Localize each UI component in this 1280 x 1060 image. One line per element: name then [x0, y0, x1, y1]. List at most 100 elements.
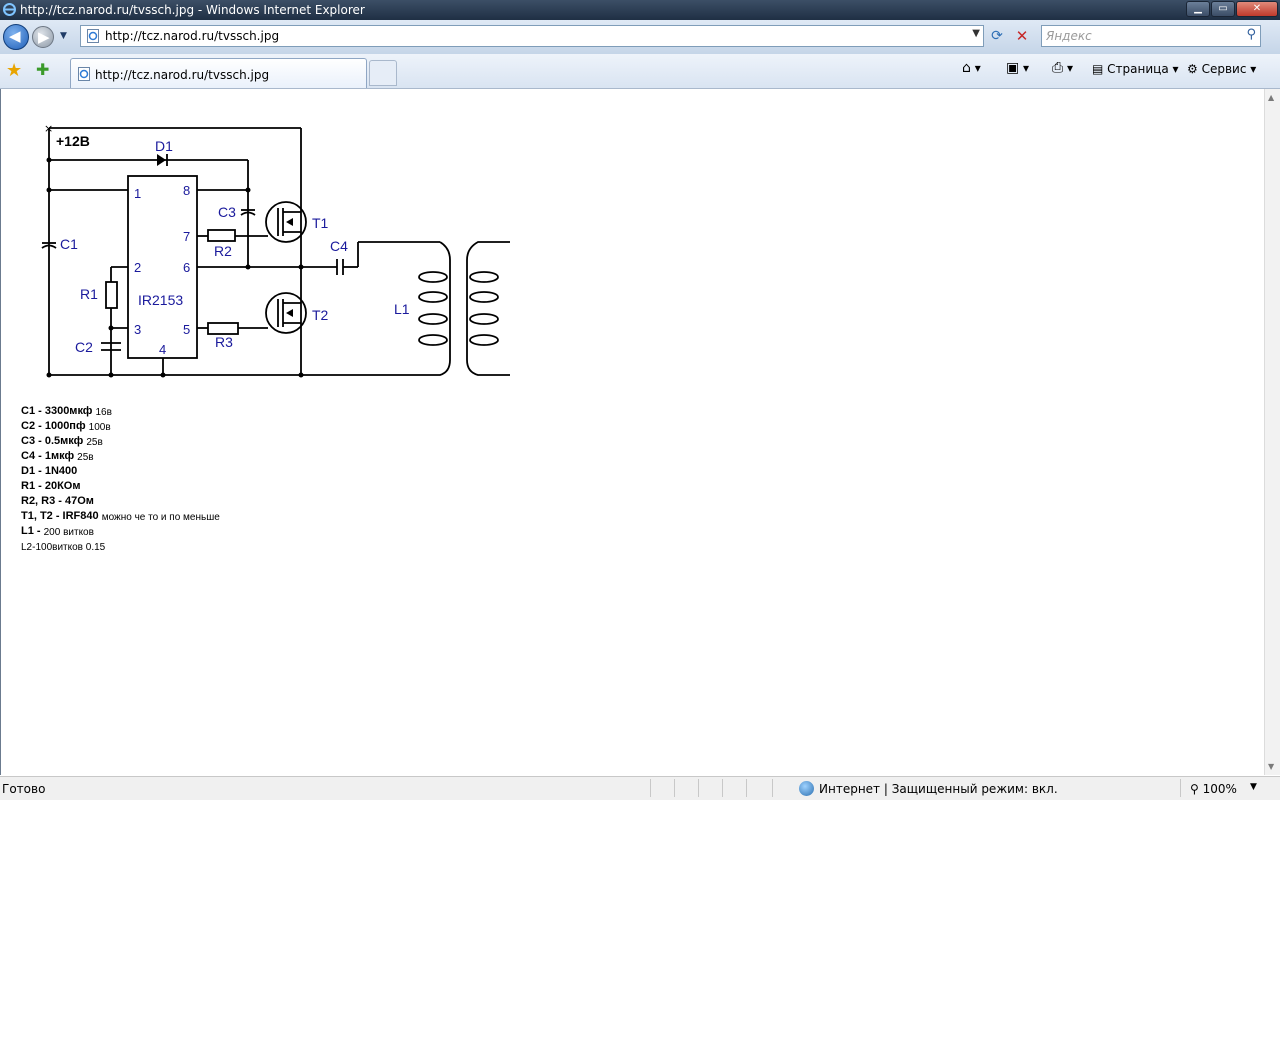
part-designation: L1 - — [21, 525, 41, 537]
gear-icon: ⚙ — [1187, 62, 1198, 76]
part-designation: C3 - 0.5мкф — [21, 435, 84, 447]
pin6-label: 6 — [183, 260, 190, 275]
parts-list-item: L2-100витков 0.15 — [21, 539, 220, 554]
security-zone[interactable]: Интернет | Защищенный режим: вкл. — [819, 782, 1058, 796]
diode-symbol — [157, 154, 166, 166]
part-designation: R2, R3 - 47Ом — [21, 495, 94, 507]
t2-label: T2 — [312, 307, 329, 323]
part-note: L2-100витков 0.15 — [21, 542, 106, 553]
c1-label: C1 — [60, 236, 78, 252]
l1-label: L1 — [394, 301, 410, 317]
maximize-button[interactable]: ▭ — [1211, 1, 1235, 17]
status-separator — [772, 779, 773, 797]
search-placeholder: Яндекс — [1046, 29, 1092, 43]
pin8-label: 8 — [183, 183, 190, 198]
favorites-star-icon[interactable]: ★ — [6, 60, 23, 81]
supply-label: +12В — [56, 133, 90, 149]
back-arrow-icon: ◀ — [9, 27, 21, 45]
forward-arrow-icon: ▶ — [38, 28, 50, 46]
part-designation: C2 - 1000пф — [21, 420, 86, 432]
title-bar: http://tcz.narod.ru/tvssch.jpg - Windows… — [0, 0, 1280, 20]
pin5-label: 5 — [183, 322, 190, 337]
pin1-label: 1 — [134, 186, 141, 201]
tab-toolbar: ★ ✚ http://tcz.narod.ru/tvssch.jpg ⌂ ▾ ▣… — [0, 54, 1280, 89]
vertical-scrollbar[interactable]: ▲ ▼ — [1264, 89, 1280, 775]
page-content — [0, 89, 1264, 775]
c3-label: C3 — [218, 204, 236, 220]
history-dropdown-icon[interactable]: ▼ — [60, 31, 67, 41]
circuit-schematic: × +12В D1 C1 C2 C3 C4 R1 R2 R3 T1 T2 — [41, 122, 510, 378]
tools-menu[interactable]: ⚙ Сервис ▾ — [1187, 62, 1257, 76]
pin4-label: 4 — [159, 342, 166, 357]
ie-window: http://tcz.narod.ru/tvssch.jpg - Windows… — [0, 0, 1280, 800]
r3-label: R3 — [215, 334, 233, 350]
status-separator — [698, 779, 699, 797]
part-note: 25в — [86, 437, 103, 448]
status-text: Готово — [2, 782, 46, 796]
tab-current[interactable]: http://tcz.narod.ru/tvssch.jpg — [70, 58, 367, 88]
address-toolbar: ◀ ▶ ▼ http://tcz.narod.ru/tvssch.jpg ▼ ⟳… — [0, 20, 1280, 54]
pin7-label: 7 — [183, 229, 190, 244]
part-note: 100в — [88, 422, 111, 433]
page-menu[interactable]: ▤ Страница ▾ — [1092, 62, 1179, 76]
parts-list-item: C1 - 3300мкф 16в — [21, 404, 220, 419]
back-button[interactable]: ◀ — [3, 24, 29, 50]
print-icon[interactable]: ⎙ ▾ — [1052, 60, 1074, 76]
minimize-button[interactable]: ▁ — [1186, 1, 1210, 17]
status-separator — [746, 779, 747, 797]
part-designation: T1, T2 - IRF840 — [21, 510, 99, 522]
status-separator — [1180, 779, 1181, 797]
status-separator — [722, 779, 723, 797]
feeds-icon[interactable]: ▣ ▾ — [1006, 60, 1030, 76]
r2-label: R2 — [214, 243, 232, 259]
status-separator — [674, 779, 675, 797]
part-note: 16в — [95, 407, 112, 418]
part-designation: D1 - 1N400 — [21, 465, 78, 477]
address-text: http://tcz.narod.ru/tvssch.jpg — [105, 29, 280, 43]
zoom-icon: ⚲ — [1190, 782, 1199, 796]
ie-logo-icon — [3, 3, 16, 16]
parts-list-item: R2, R3 - 47Ом — [21, 494, 220, 509]
parts-list-item: R1 - 20КОм — [21, 479, 220, 494]
pin2-label: 2 — [134, 260, 141, 275]
window-title: http://tcz.narod.ru/tvssch.jpg - Windows… — [20, 3, 365, 17]
part-note: 25в — [77, 452, 94, 463]
close-button[interactable]: ✕ — [1236, 1, 1278, 17]
new-tab-button[interactable] — [369, 60, 397, 86]
parts-list-item: C2 - 1000пф 100в — [21, 419, 220, 434]
tab-label: http://tcz.narod.ru/tvssch.jpg — [95, 68, 270, 82]
r1-label: R1 — [80, 286, 98, 302]
stop-button[interactable]: ✕ — [1015, 27, 1029, 45]
svg-text:×: × — [44, 122, 53, 135]
d1-label: D1 — [155, 138, 173, 154]
forward-button[interactable]: ▶ — [32, 26, 54, 48]
refresh-button[interactable]: ⟳ — [991, 28, 1003, 44]
globe-icon — [799, 781, 814, 796]
zoom-dropdown-icon[interactable]: ▼ — [1250, 782, 1257, 792]
address-input[interactable]: http://tcz.narod.ru/tvssch.jpg ▼ — [80, 25, 984, 47]
part-note: 200 витков — [43, 527, 94, 538]
ic-label: IR2153 — [138, 292, 183, 308]
address-dropdown-icon[interactable]: ▼ — [972, 28, 980, 39]
add-favorite-icon[interactable]: ✚ — [36, 60, 50, 79]
search-icon[interactable]: ⚲ — [1246, 27, 1256, 42]
part-designation: R1 - 20КОм — [21, 480, 81, 492]
parts-list-item: C3 - 0.5мкф 25в — [21, 434, 220, 449]
pin3-label: 3 — [134, 322, 141, 337]
t1-label: T1 — [312, 215, 329, 231]
home-icon[interactable]: ⌂ ▾ — [962, 60, 981, 76]
part-designation: C4 - 1мкф — [21, 450, 75, 462]
scroll-up-icon[interactable]: ▲ — [1268, 93, 1275, 102]
c2-label: C2 — [75, 339, 93, 355]
tab-page-icon — [78, 67, 90, 81]
parts-list-item: T1, T2 - IRF840 можно че то и по меньше — [21, 509, 220, 524]
zoom-level[interactable]: ⚲ 100% — [1190, 782, 1237, 796]
scroll-down-icon[interactable]: ▼ — [1268, 762, 1275, 771]
tools-menu-label: Сервис — [1201, 62, 1247, 76]
parts-list-item: C4 - 1мкф 25в — [21, 449, 220, 464]
status-bar: Готово Интернет | Защищенный режим: вкл.… — [0, 776, 1280, 800]
search-input[interactable]: Яндекс ⚲ — [1041, 25, 1261, 47]
parts-list-item: D1 - 1N400 — [21, 464, 220, 479]
parts-list-item: L1 - 200 витков — [21, 524, 220, 539]
